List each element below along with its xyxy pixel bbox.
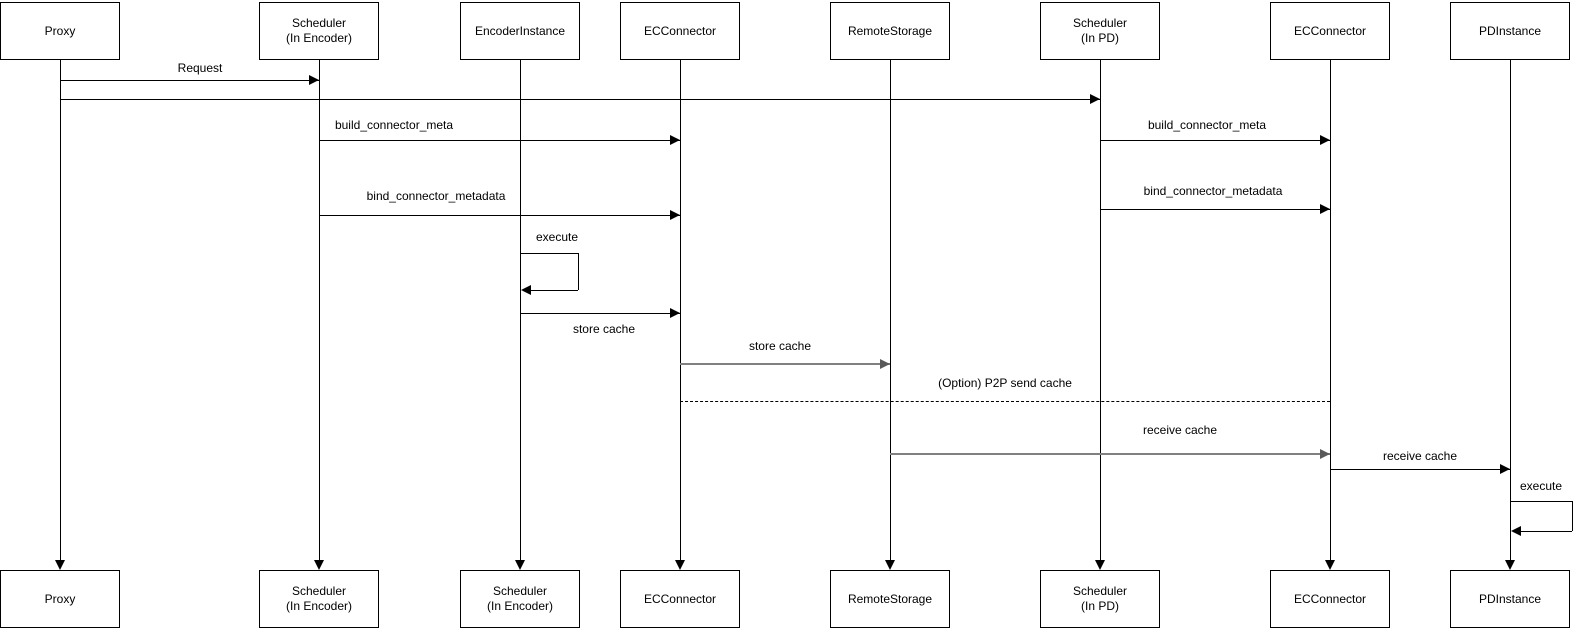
message-bind-connector-metadata-left-line (319, 215, 680, 216)
arrow-head (521, 285, 531, 295)
message-execute-pd-loop-bottom (1521, 531, 1572, 532)
lifeline-scheduler-pd (1100, 60, 1101, 562)
actor-bottom-ec-connector-right: ECConnector (1270, 570, 1390, 628)
arrow-head (1095, 560, 1105, 570)
arrow-head (1320, 135, 1330, 145)
actor-top-scheduler-pd: Scheduler (In PD) (1040, 2, 1160, 60)
message-execute-encoder-label: execute (535, 230, 579, 244)
actor-top-ec-connector-right: ECConnector (1270, 2, 1390, 60)
arrow-head (1511, 526, 1521, 536)
arrow-head (670, 210, 680, 220)
arrow-head (1505, 560, 1515, 570)
arrow-head (55, 560, 65, 570)
actor-top-encoder-instance: EncoderInstance (460, 2, 580, 60)
message-receive-cache-2-line (1330, 469, 1510, 470)
lifeline-remote-storage (890, 60, 891, 562)
lifeline-pd-instance (1510, 60, 1511, 562)
lifeline-ec-connector-right (1330, 60, 1331, 562)
actor-top-remote-storage: RemoteStorage (830, 2, 950, 60)
message-execute-pd-loop-top (1510, 501, 1572, 502)
lifeline-encoder-instance (520, 60, 521, 562)
message-forward-request-line (60, 99, 1100, 100)
lifeline-scheduler-encoder (319, 60, 320, 562)
arrow-head (880, 359, 890, 369)
actor-bottom-pd-instance: PDInstance (1450, 570, 1570, 628)
arrow-head (309, 75, 319, 85)
arrow-head (675, 560, 685, 570)
actor-bottom-scheduler-encoder: Scheduler (In Encoder) (259, 570, 379, 628)
arrow-head (885, 560, 895, 570)
message-store-cache-2-label: store cache (748, 339, 812, 353)
message-bind-connector-metadata-right-label: bind_connector_metadata (1143, 184, 1283, 198)
actor-bottom-remote-storage: RemoteStorage (830, 570, 950, 628)
arrow-head (1090, 94, 1100, 104)
actor-bottom-encoder-instance: Scheduler (In Encoder) (460, 570, 580, 628)
message-bind-connector-metadata-right-line (1100, 209, 1330, 210)
message-p2p-send-cache-label: (Option) P2P send cache (938, 376, 1072, 390)
message-execute-pd-loop-right (1572, 501, 1573, 531)
lifeline-ec-connector-left (680, 60, 681, 562)
message-execute-encoder-loop-bottom (531, 290, 578, 291)
message-request-label: Request (177, 61, 223, 75)
message-execute-encoder-loop-right (578, 253, 579, 290)
actor-top-scheduler-encoder: Scheduler (In Encoder) (259, 2, 379, 60)
arrow-head (314, 560, 324, 570)
message-bind-connector-metadata-left-label: bind_connector_metadata (366, 189, 506, 203)
message-receive-cache-2-label: receive cache (1382, 449, 1458, 463)
actor-bottom-scheduler-pd: Scheduler (In PD) (1040, 570, 1160, 628)
message-p2p-send-cache-line (680, 401, 1330, 402)
arrow-head (515, 560, 525, 570)
message-receive-cache-1-line (890, 453, 1330, 455)
arrow-head (670, 308, 680, 318)
actor-bottom-ec-connector-left: ECConnector (620, 570, 740, 628)
message-store-cache-1-label: store cache (572, 322, 636, 336)
actor-top-ec-connector-left: ECConnector (620, 2, 740, 60)
arrow-head (1320, 204, 1330, 214)
message-execute-pd-label: execute (1519, 479, 1563, 493)
lifeline-proxy (60, 60, 61, 562)
message-receive-cache-1-label: receive cache (1142, 423, 1218, 437)
actor-top-pd-instance: PDInstance (1450, 2, 1570, 60)
arrow-head (1500, 464, 1510, 474)
message-request-line (60, 80, 319, 81)
message-build-connector-meta-left-line (319, 140, 680, 141)
arrow-head (670, 135, 680, 145)
message-store-cache-1-line (520, 313, 680, 314)
message-execute-encoder-loop-top (520, 253, 578, 254)
message-store-cache-2-line (680, 363, 890, 365)
arrow-head (1320, 449, 1330, 459)
message-build-connector-meta-left-label: build_connector_meta (334, 118, 454, 132)
message-build-connector-meta-right-label: build_connector_meta (1147, 118, 1267, 132)
actor-bottom-proxy: Proxy (0, 570, 120, 628)
message-build-connector-meta-right-line (1100, 140, 1330, 141)
arrow-head (1325, 560, 1335, 570)
actor-top-proxy: Proxy (0, 2, 120, 60)
